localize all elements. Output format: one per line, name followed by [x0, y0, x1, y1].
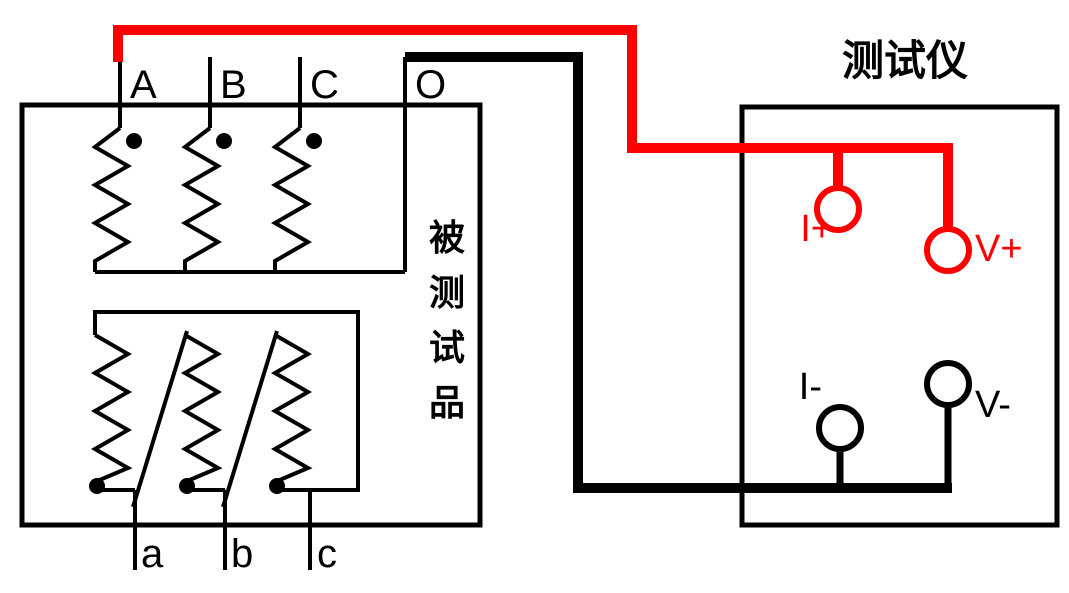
device-internal-wiring [90, 57, 407, 570]
delta-link-ab [131, 330, 189, 508]
polarity-dots [89, 133, 322, 494]
secondary-delta-bus [93, 310, 360, 492]
terminal-v-plus-label: V+ [975, 228, 1023, 270]
polarity-dot-c [306, 133, 322, 149]
terminal-o-label: O [415, 63, 446, 107]
hot-wire [113, 25, 953, 230]
device-label-char-3: 试 [429, 327, 465, 368]
hot-terminals [814, 185, 972, 274]
polarity-dot-b [216, 133, 232, 149]
terminal-v-minus-label: V- [975, 384, 1011, 426]
primary-winding-b [180, 126, 223, 272]
device-label-char-2: 测 [429, 272, 465, 313]
black-labels: 测试仪 被 测 试 品 A B C O a b c I- V- [130, 37, 1011, 576]
return-wire [405, 52, 952, 493]
terminal-v-minus-ring [924, 360, 972, 408]
red-labels: I+ V+ [800, 208, 1022, 270]
terminal-c-label: C [310, 63, 339, 107]
terminal-i-plus-label: I+ [800, 208, 833, 250]
terminal-a-label: A [130, 63, 157, 107]
terminal-b-label: B [220, 63, 247, 107]
polarity-dot-a [126, 133, 142, 149]
secondary-winding-b [180, 333, 225, 492]
return-wire-path [405, 52, 952, 493]
terminal-b2-label: b [231, 532, 253, 576]
polarity-dot-a2 [89, 478, 105, 494]
device-under-test-box [19, 102, 483, 528]
terminal-v-plus-ring [924, 226, 972, 274]
delta-link-bc [221, 330, 279, 508]
polarity-dot-b2 [179, 478, 195, 494]
tester-box [739, 104, 1060, 528]
terminal-c2-label: c [317, 532, 337, 576]
terminal-a2-label: a [141, 532, 164, 576]
tester-title: 测试仪 [842, 37, 968, 84]
terminal-i-minus-label: I- [799, 366, 822, 408]
polarity-dot-c2 [269, 478, 285, 494]
secondary-winding-a [90, 333, 135, 492]
device-label-char-1: 被 [429, 217, 465, 258]
hot-wire-path [113, 25, 953, 230]
secondary-winding-c [270, 333, 313, 492]
primary-winding-c [270, 126, 313, 272]
terminal-i-plus-ring [814, 185, 862, 233]
primary-winding-a [90, 126, 133, 272]
device-label-char-4: 品 [429, 382, 465, 423]
return-terminals [816, 360, 972, 452]
terminal-i-minus-ring [816, 404, 864, 452]
